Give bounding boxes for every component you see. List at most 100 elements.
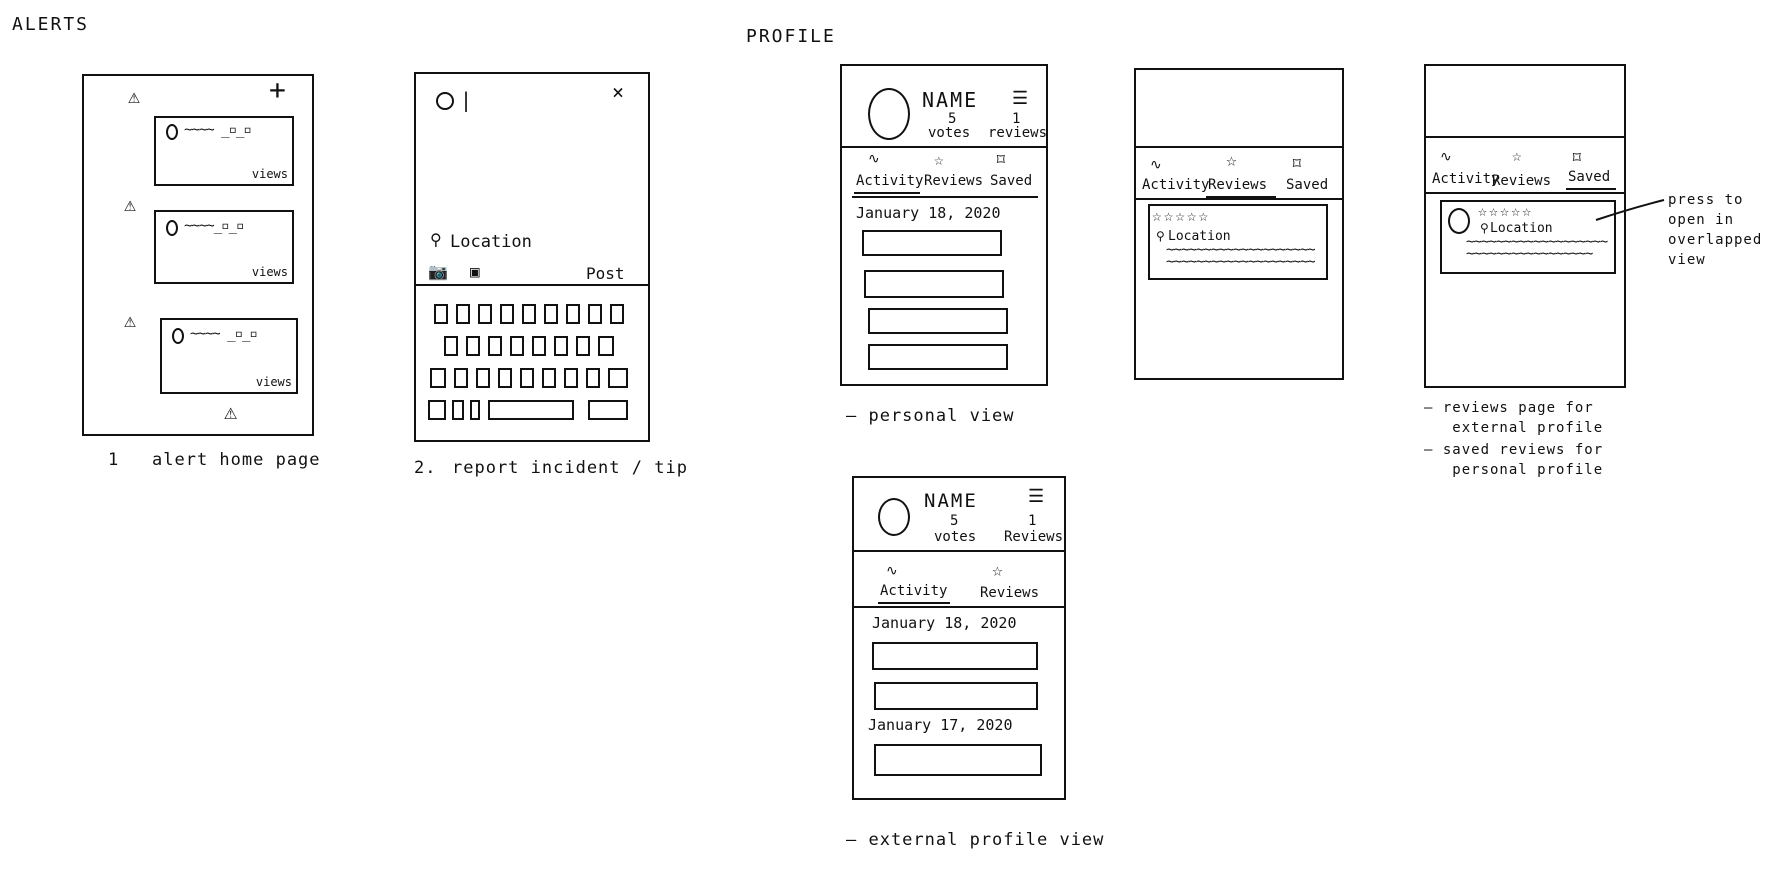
caption-external-view: — external profile view xyxy=(846,830,1105,850)
keyboard-key[interactable] xyxy=(610,304,624,324)
keyboard-key[interactable] xyxy=(488,336,502,356)
views-label: views xyxy=(251,167,288,181)
keyboard-key[interactable] xyxy=(564,368,578,388)
return-key[interactable] xyxy=(588,400,628,420)
saved-review-card[interactable]: ☆☆☆☆☆ ⚲ Location ~~~~~~~~~~~~~~~~~~~ ~~~… xyxy=(1440,200,1616,274)
alert-card[interactable]: ~~~~_▫_▫ views xyxy=(154,210,294,284)
keyboard-key[interactable] xyxy=(466,336,480,356)
alert-icon[interactable]: ⚠ xyxy=(128,84,141,108)
star-icon: ☆ xyxy=(1512,146,1522,165)
keyboard-key[interactable] xyxy=(444,336,458,356)
tab-activity[interactable]: Activity xyxy=(1142,177,1210,193)
profile-personal-phone: NAME ☰ 5 votes 1 reviews ∿ Activity ☆ Re… xyxy=(840,64,1048,386)
keyboard-key[interactable] xyxy=(608,368,628,388)
review-card[interactable]: ☆☆☆☆☆ ⚲ Location ~~~~~~~~~~~~~~~~~~~~ ~~… xyxy=(1148,204,1328,280)
activity-item[interactable] xyxy=(864,270,1004,298)
activity-item[interactable] xyxy=(874,682,1038,710)
profile-avatar xyxy=(868,88,910,140)
keyboard-key[interactable] xyxy=(532,336,546,356)
tab-reviews[interactable]: Reviews xyxy=(924,173,984,189)
divider xyxy=(854,550,1064,552)
keyboard-key[interactable] xyxy=(434,304,448,324)
activity-date: January 17, 2020 xyxy=(868,716,1013,734)
activity-item[interactable] xyxy=(862,230,1002,256)
keyboard-key[interactable] xyxy=(522,304,536,324)
space-bar[interactable] xyxy=(488,400,574,420)
tab-saved[interactable]: Saved xyxy=(990,173,1033,189)
tab-activity[interactable]: Activity xyxy=(856,173,924,189)
keyboard-key[interactable] xyxy=(542,368,556,388)
divider xyxy=(1426,192,1624,194)
keyboard-key[interactable] xyxy=(456,304,470,324)
divider xyxy=(1136,198,1342,200)
squiggle-text: ~~~~ _▫_▫ xyxy=(190,326,258,342)
squiggle-text: ~~~~~~~~~~~~~~~~~~~~ xyxy=(1166,242,1316,258)
activity-item[interactable] xyxy=(872,642,1038,670)
activity-item[interactable] xyxy=(868,344,1008,370)
alert-icon[interactable]: ⚠ xyxy=(124,192,137,216)
keyboard-key[interactable] xyxy=(554,336,568,356)
views-label: views xyxy=(251,265,288,279)
keyboard-key[interactable] xyxy=(476,368,490,388)
votes-label: votes xyxy=(934,529,977,545)
squiggle-text: ~~~~~~~~~~~~~~~~~~~~ xyxy=(1166,254,1316,270)
keyboard-key[interactable] xyxy=(544,304,558,324)
tab-saved[interactable]: Saved xyxy=(1286,177,1329,193)
keyboard-key[interactable] xyxy=(470,400,480,420)
tab-activity[interactable]: Activity xyxy=(1432,171,1500,187)
star-icon: ☆ xyxy=(934,150,944,169)
divider xyxy=(1426,136,1624,138)
alert-icon[interactable]: ⚠ xyxy=(224,400,238,425)
review-location: Location xyxy=(1168,229,1231,244)
image-icon[interactable]: ▣ xyxy=(470,262,480,281)
profile-avatar xyxy=(878,498,910,536)
keyboard-key[interactable] xyxy=(510,336,524,356)
activity-item[interactable] xyxy=(874,744,1042,776)
tab-activity[interactable]: Activity xyxy=(880,583,948,599)
reviews-count: 1 xyxy=(1028,513,1037,529)
location-pin-icon[interactable]: ⚲ xyxy=(430,230,442,249)
keyboard-key[interactable] xyxy=(566,304,580,324)
keyboard-key[interactable] xyxy=(520,368,534,388)
location-label[interactable]: Location xyxy=(450,232,532,252)
divider xyxy=(416,284,648,286)
post-button[interactable]: Post xyxy=(586,264,625,283)
keyboard-key[interactable] xyxy=(500,304,514,324)
section-title-profile: PROFILE xyxy=(746,26,836,47)
keyboard-key[interactable] xyxy=(598,336,614,356)
caption-alert-home: alert home page xyxy=(152,450,321,470)
alert-icon[interactable]: ⚠ xyxy=(124,308,137,332)
divider xyxy=(1136,146,1342,148)
annotation-note: press to open in overlapped view xyxy=(1668,192,1763,268)
tab-saved[interactable]: Saved xyxy=(1568,169,1611,185)
divider xyxy=(842,146,1046,148)
keyboard-key[interactable] xyxy=(430,368,446,388)
keyboard-key[interactable] xyxy=(498,368,512,388)
menu-icon[interactable]: ☰ xyxy=(1028,486,1045,507)
add-alert-button[interactable]: + xyxy=(269,73,286,106)
camera-icon[interactable]: 📷 xyxy=(428,262,448,281)
alert-card[interactable]: ~~~~ _▫_▫ views xyxy=(160,318,298,394)
activity-date: January 18, 2020 xyxy=(856,204,1001,222)
keyboard-key[interactable] xyxy=(478,304,492,324)
activity-item[interactable] xyxy=(868,308,1008,334)
bookmark-icon: ⌑ xyxy=(1572,148,1582,167)
keyboard-key[interactable] xyxy=(588,304,602,324)
close-button[interactable]: × xyxy=(612,80,625,104)
reviews-label: Reviews xyxy=(1004,529,1064,545)
keyboard-key[interactable] xyxy=(454,368,468,388)
views-label: views xyxy=(255,375,292,389)
avatar xyxy=(436,92,454,110)
keyboard-key[interactable] xyxy=(452,400,464,420)
alert-card[interactable]: ~~~~ _▫_▫ views xyxy=(154,116,294,186)
tab-reviews[interactable]: Reviews xyxy=(1492,173,1552,189)
keyboard-key[interactable] xyxy=(428,400,446,420)
tab-reviews[interactable]: Reviews xyxy=(980,585,1040,601)
keyboard-key[interactable] xyxy=(576,336,590,356)
votes-count: 5 xyxy=(950,513,959,529)
squiggle-text: ~~~~~~~~~~~~~~~~~~~ xyxy=(1466,234,1608,250)
tab-reviews[interactable]: Reviews xyxy=(1208,177,1268,193)
avatar xyxy=(166,220,178,236)
keyboard-key[interactable] xyxy=(586,368,600,388)
menu-icon[interactable]: ☰ xyxy=(1012,88,1029,109)
